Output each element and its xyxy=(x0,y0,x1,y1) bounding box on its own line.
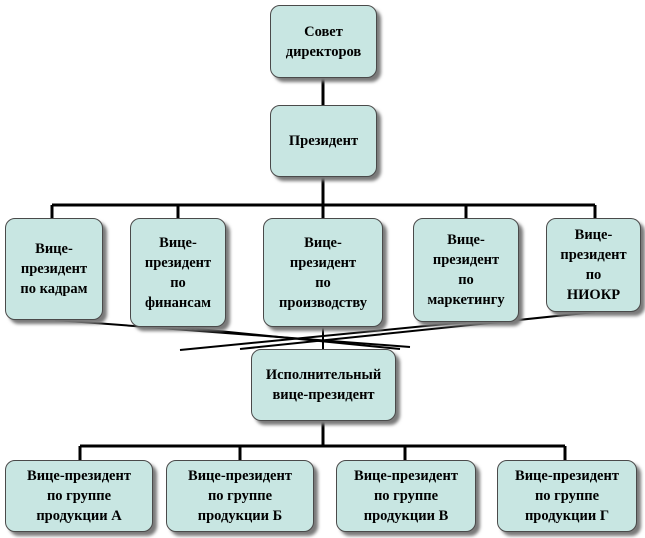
node-vp-rnd: Вице- президент по НИОКР xyxy=(546,218,641,312)
node-executive-vp: Исполнительный вице-президент xyxy=(251,349,396,421)
converge-line-finance xyxy=(177,326,401,350)
node-vp-product-group-c: Вице-президент по группе продукции В xyxy=(336,460,476,532)
node-vp-hr: Вице- президент по кадрам xyxy=(5,218,103,320)
node-vp-product-group-a: Вице-президент по группе продукции А xyxy=(5,460,153,532)
node-president: Президент xyxy=(270,105,377,177)
node-vp-marketing: Вице- президент по маркетингу xyxy=(413,218,519,322)
node-board-of-directors: Совет директоров xyxy=(270,5,377,78)
node-vp-production: Вице- президент по производству xyxy=(263,218,383,327)
node-vp-finance: Вице- президент по финансам xyxy=(130,218,226,327)
node-vp-product-group-d: Вице-президент по группе продукции Г xyxy=(497,460,637,532)
converge-line-marketing xyxy=(179,321,467,351)
converge-line-hr xyxy=(54,319,411,348)
converge-line-rnd xyxy=(239,311,596,350)
node-vp-product-group-b: Вице-президент по группе продукции Б xyxy=(166,460,314,532)
